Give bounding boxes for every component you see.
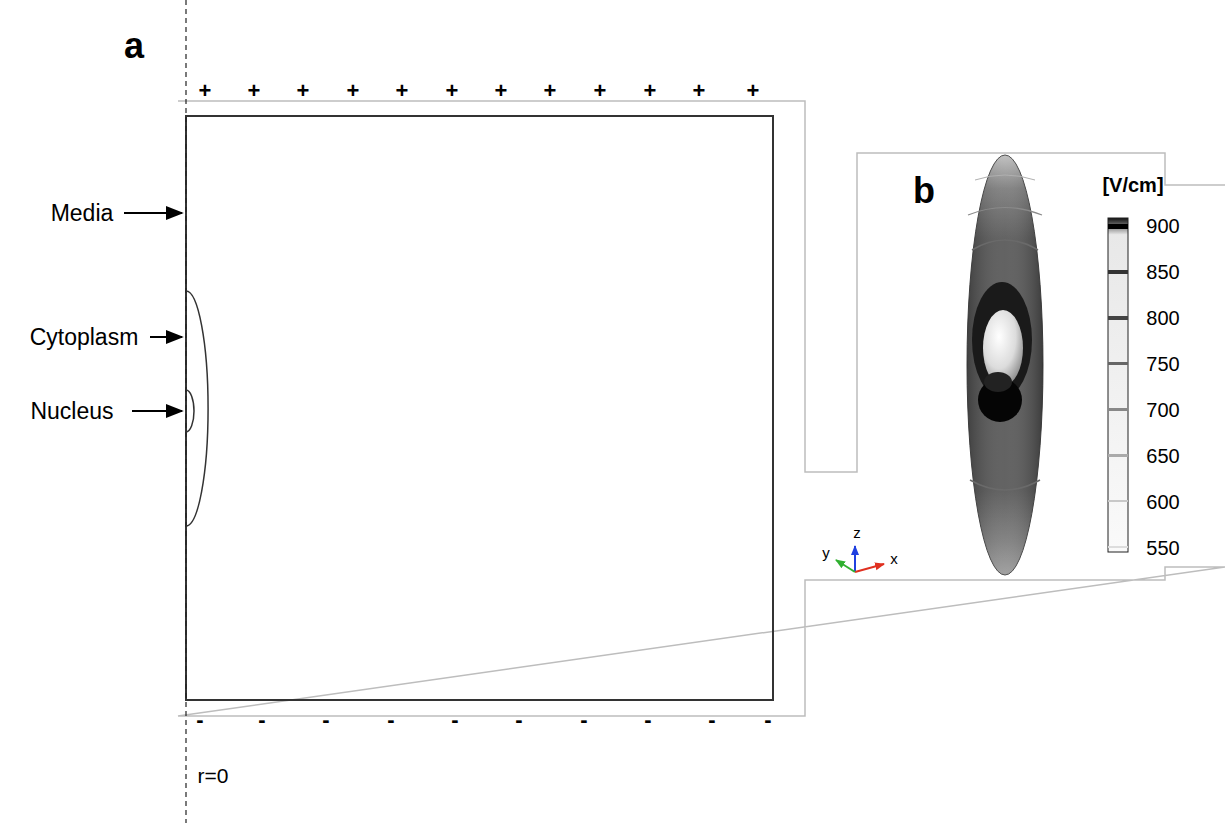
leader-arrow <box>132 410 182 412</box>
charge-sign: + <box>644 80 657 102</box>
charge-sign: + <box>594 80 607 102</box>
charge-sign: - <box>196 709 203 731</box>
region-label: Cytoplasm <box>30 326 139 349</box>
charge-sign: - <box>387 709 394 731</box>
charge-sign: - <box>451 709 458 731</box>
geometry-outline <box>178 101 1225 716</box>
colorbar-value: 550 <box>1146 538 1179 558</box>
colorbar-value: 600 <box>1146 492 1179 512</box>
charge-sign: + <box>446 80 459 102</box>
colorbar-value: 750 <box>1146 354 1179 374</box>
cytoplasm-outline <box>186 291 208 526</box>
charge-sign: + <box>199 80 212 102</box>
region-label: Nucleus <box>30 400 113 423</box>
charge-sign: + <box>347 80 360 102</box>
leader-arrow <box>150 336 182 338</box>
axis-label: x <box>890 551 898 566</box>
leader-arrow <box>124 212 182 214</box>
charge-sign: - <box>258 709 265 731</box>
media-domain <box>186 116 773 700</box>
colorbar-value: 850 <box>1146 262 1179 282</box>
charge-sign: + <box>747 80 760 102</box>
charge-sign: + <box>495 80 508 102</box>
colorbar-value: 900 <box>1146 216 1179 236</box>
charge-sign: - <box>708 709 715 731</box>
axes-triad <box>836 546 884 572</box>
panel-letter: a <box>124 28 144 64</box>
nucleus-outline <box>186 390 194 432</box>
axis-label: r=0 <box>198 765 229 786</box>
colorbar-value: 800 <box>1146 308 1179 328</box>
charge-sign: - <box>644 709 651 731</box>
cell-field-plot <box>967 155 1043 575</box>
charge-sign: - <box>515 709 522 731</box>
axis-label: y <box>822 545 830 560</box>
colorbar-value: 650 <box>1146 446 1179 466</box>
region-label: Media <box>51 202 114 225</box>
axis-label: z <box>853 525 861 540</box>
charge-sign: - <box>580 709 587 731</box>
panel-letter: b <box>913 173 935 209</box>
charge-sign: - <box>764 709 771 731</box>
charge-sign: + <box>297 80 310 102</box>
charge-sign: + <box>544 80 557 102</box>
charge-sign: + <box>396 80 409 102</box>
charge-sign: + <box>248 80 261 102</box>
charge-sign: + <box>693 80 706 102</box>
colorbar-value: 700 <box>1146 400 1179 420</box>
unit-label: [V/cm] <box>1102 175 1163 195</box>
colorbar <box>1108 218 1128 552</box>
symmetry-axis <box>185 0 186 823</box>
charge-sign: - <box>322 709 329 731</box>
